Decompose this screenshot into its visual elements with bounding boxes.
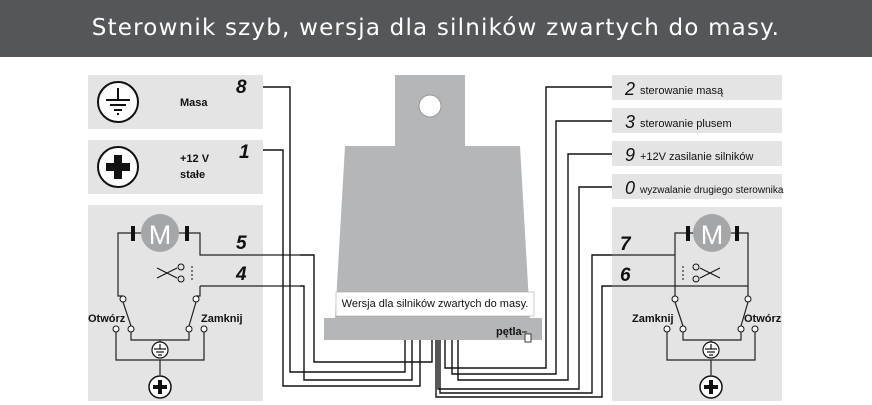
pin-number-3: 3: [625, 112, 635, 132]
pin-number-2: 2: [624, 79, 635, 99]
left-motor-panel: M: [88, 205, 300, 401]
left-ground-icon: [151, 341, 169, 359]
wire-number-8: 8: [236, 77, 247, 98]
left-motor-icon: [141, 214, 179, 252]
masa-label: Masa: [180, 97, 208, 109]
wire-number-6: 6: [620, 265, 631, 286]
scissors-icon: [156, 263, 193, 283]
masa-panel: Masa: [88, 75, 263, 129]
right-ground-icon: [702, 341, 720, 359]
svg-text:M: M: [149, 220, 172, 250]
right-motor-icon: [693, 214, 731, 252]
pin-number-0: 0: [625, 178, 635, 198]
pin-label-2: sterowanie masą: [640, 85, 724, 97]
svg-text:M: M: [701, 220, 724, 250]
controller-module: Wersja dla silników zwartych do masy. pę…: [324, 75, 542, 343]
left-zamknij-label: Zamknij: [201, 313, 243, 325]
pin-number-9: 9: [625, 145, 635, 165]
module-wires: [263, 86, 748, 398]
pin-label-3: sterowanie plusem: [640, 118, 732, 130]
petla-label: pętla: [496, 326, 523, 338]
right-scissors-icon: [682, 263, 721, 283]
page-title: Sterownik szyb, wersja dla silników zwar…: [0, 0, 872, 57]
module-label: Wersja dla silników zwartych do masy.: [342, 298, 529, 310]
wire-number-5: 5: [236, 233, 247, 254]
right-pin-list: 2 sterowanie masą 3 sterowanie plusem 9 …: [612, 75, 784, 199]
left-otworz-label: Otwórz: [88, 313, 126, 325]
plus12-panel: +12 V stałe: [88, 140, 263, 194]
wire-number-7: 7: [620, 234, 632, 255]
wire-number-1: 1: [239, 142, 250, 163]
plus12-sublabel: stałe: [180, 169, 205, 181]
pin-label-0: wyzwalanie drugiego sterownika: [639, 185, 784, 196]
pin-label-9: +12V zasilanie silników: [640, 151, 753, 163]
right-otworz-label: Otwórz: [744, 313, 782, 325]
right-zamknij-label: Zamknij: [632, 313, 674, 325]
right-motor-panel: M Zamknij Otwórz: [612, 207, 782, 401]
wire-number-4: 4: [235, 264, 247, 285]
plus12-label: +12 V: [180, 153, 210, 165]
ground-icon: [97, 81, 139, 123]
